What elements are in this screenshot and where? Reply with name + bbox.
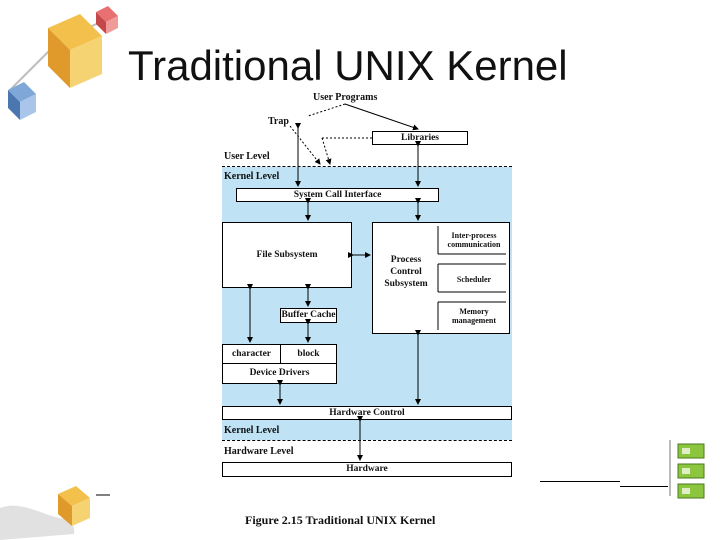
device-drivers-label: Device Drivers bbox=[249, 368, 310, 379]
trap-dotted-to-kernel bbox=[289, 125, 321, 165]
ipc-cell: Inter-process communication bbox=[439, 227, 509, 255]
system-call-interface-box: System Call Interface bbox=[236, 188, 439, 202]
kernel-level-bottom-label: Kernel Level bbox=[224, 425, 280, 436]
libraries-dotted-to-kernel bbox=[321, 137, 332, 165]
user-programs-to-libraries-arrow bbox=[344, 103, 419, 131]
block-label: block bbox=[297, 348, 320, 359]
file-subsystem-label: File Subsystem bbox=[256, 249, 318, 260]
memory-line-1: Memory bbox=[459, 307, 489, 317]
hardware-control-label: Hardware Control bbox=[329, 407, 405, 418]
footer-line-right-2 bbox=[620, 486, 668, 487]
pcs-line-2: Control bbox=[390, 266, 422, 277]
process-control-subsystem-label: Process Control Subsystem bbox=[373, 255, 439, 291]
footer-line-right bbox=[540, 481, 620, 482]
character-label: character bbox=[231, 348, 272, 359]
user-programs-dotted-trap bbox=[307, 103, 346, 117]
memory-line-2: management bbox=[452, 316, 496, 325]
process-control-subsystem-box: Process Control Subsystem Inter-process … bbox=[372, 222, 510, 334]
figure-caption: Figure 2.15 Traditional UNIX Kernel bbox=[245, 513, 436, 527]
slide-title: Traditional UNIX Kernel bbox=[128, 42, 568, 89]
hardware-label: Hardware bbox=[346, 464, 388, 475]
kernel-level-top-label: Kernel Level bbox=[224, 171, 280, 182]
hardware-level-label: Hardware Level bbox=[224, 446, 294, 457]
hand-cube-icon bbox=[0, 486, 110, 540]
user-programs-label: User Programs bbox=[313, 92, 378, 103]
buffer-cache-label: Buffer Cache bbox=[281, 310, 336, 321]
scheduler-label: Scheduler bbox=[456, 274, 492, 284]
user-level-label: User Level bbox=[224, 151, 270, 162]
pcs-line-1: Process bbox=[390, 255, 422, 265]
system-call-interface-label: System Call Interface bbox=[293, 189, 382, 200]
hardware-box: Hardware bbox=[222, 462, 512, 477]
cube-cluster-icon bbox=[8, 6, 118, 120]
file-subsystem-box: File Subsystem bbox=[222, 222, 352, 288]
stacked-boxes-icon bbox=[669, 440, 705, 499]
trap-label: Trap bbox=[268, 116, 289, 127]
scheduler-cell: Scheduler bbox=[439, 267, 509, 293]
ipc-line-2: communication bbox=[447, 240, 501, 249]
kernel-hardware-divider bbox=[222, 440, 512, 441]
ipc-line-1: Inter-process bbox=[451, 231, 497, 241]
pcs-line-3: Subsystem bbox=[384, 278, 428, 289]
hardware-control-box: Hardware Control bbox=[222, 406, 512, 420]
memory-management-cell: Memory management bbox=[439, 303, 509, 331]
user-kernel-divider bbox=[222, 166, 512, 167]
libraries-label: Libraries bbox=[401, 132, 439, 143]
